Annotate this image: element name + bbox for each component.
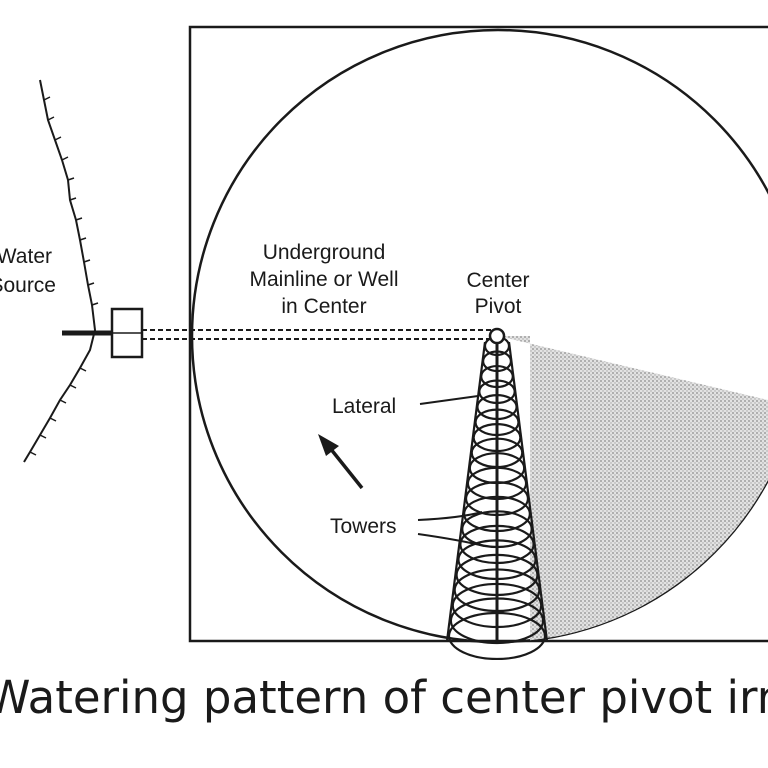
mainline-label-line2: Mainline or Well [250,268,399,291]
figure-caption: Watering pattern of center pivot irrigat… [0,668,768,738]
center-pivot-label-line2: Pivot [475,295,522,318]
tower-coil [447,611,547,660]
towers-label: Towers [330,515,397,538]
wetted-area [498,336,768,641]
tower-envelope [507,341,549,642]
water-source-label-line2: Source [0,274,56,297]
tower-envelope [445,341,487,642]
leader-lines [417,395,485,547]
center-pivot-label-line1: Center [466,269,529,292]
tower-coils [445,335,549,660]
caption-text: Watering pattern of center pivot irrigat… [0,671,768,724]
tower-coil [449,597,545,645]
tower-coil [451,582,543,629]
underground-mainline [142,329,492,340]
tower-coil [455,553,539,597]
tower-coil [457,539,537,581]
tower-coil [453,568,541,613]
mainline-label-line3: in Center [281,295,366,318]
pump-unit [110,307,144,359]
center-pivot-diagram: Water Source Underground Mainline or Wel… [0,25,768,660]
mainline-label-line1: Underground [263,241,386,264]
center-pivot-point [488,327,506,345]
rotation-arrow [318,434,364,490]
bank-tick-marks [29,96,99,456]
lateral-label: Lateral [332,395,396,418]
water-source-label-line1: Water [0,245,52,268]
